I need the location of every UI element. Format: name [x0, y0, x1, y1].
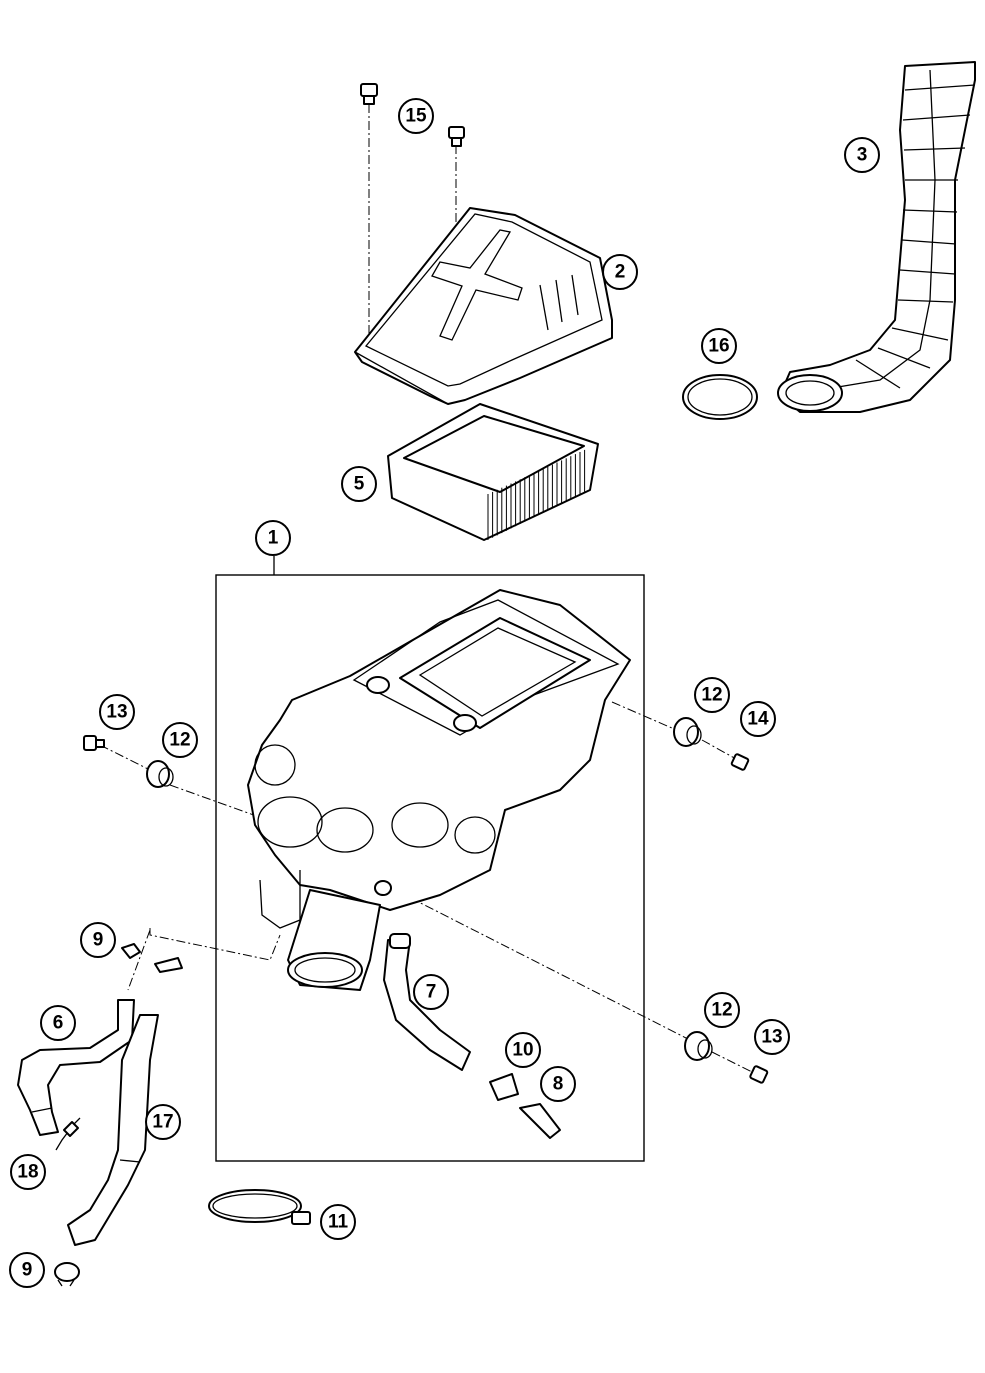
clip-10 — [489, 1073, 519, 1101]
callout-number: 5 — [354, 474, 365, 495]
breather-hose-7 — [383, 933, 471, 1071]
callout-circle — [704, 992, 740, 1028]
spring-clamp-18 — [55, 1117, 81, 1151]
callout-c10: 10 — [505, 1032, 541, 1068]
callout-circle — [540, 1066, 576, 1102]
callout-circle — [505, 1032, 541, 1068]
screw-13-right — [749, 1065, 769, 1084]
callout-layer: 15 3 2 16 5 1 12 14 13 12 9 7 6 10 12 13 8 17 18 11 9 — [9, 98, 880, 1288]
callout-circle — [80, 922, 116, 958]
callout-c2: 2 — [602, 254, 638, 290]
callout-c18: 18 — [10, 1154, 46, 1190]
callout-number: 2 — [615, 262, 626, 283]
callout-number: 12 — [701, 685, 722, 706]
callout-number: 1 — [268, 528, 279, 549]
hose-17 — [67, 1014, 159, 1246]
bolt-15a — [360, 83, 378, 105]
callout-circle — [10, 1154, 46, 1190]
grommet-12-left — [146, 760, 174, 788]
callout-number: 15 — [405, 106, 427, 127]
callout-c12a: 12 — [694, 677, 730, 713]
clip-9-top — [121, 943, 183, 973]
callout-c15: 15 — [398, 98, 434, 134]
callout-circle — [413, 974, 449, 1010]
screw-13-left — [83, 735, 105, 751]
callout-circle — [754, 1019, 790, 1055]
bolt-15b — [448, 126, 465, 147]
callout-c12c: 12 — [704, 992, 740, 1028]
callout-number: 8 — [553, 1074, 564, 1095]
callout-number: 16 — [708, 336, 729, 357]
hose-6 — [17, 999, 135, 1136]
callout-circle — [602, 254, 638, 290]
callout-c14: 14 — [740, 701, 776, 737]
callout-circle — [255, 520, 291, 556]
grommet-12-right-bottom — [684, 1031, 713, 1061]
callout-number: 14 — [747, 709, 769, 730]
callout-number: 13 — [761, 1027, 782, 1048]
callout-c12b: 12 — [162, 722, 198, 758]
assembly-lines — [99, 104, 753, 1073]
hose-clamp-11 — [208, 1189, 311, 1225]
callout-c9b: 9 — [9, 1252, 45, 1288]
callout-circle — [398, 98, 434, 134]
callout-circle — [740, 701, 776, 737]
callout-number: 9 — [93, 930, 104, 951]
callout-number: 6 — [53, 1013, 64, 1034]
callout-c3: 3 — [844, 137, 880, 173]
callout-number: 18 — [17, 1162, 38, 1183]
callout-c6: 6 — [40, 1005, 76, 1041]
callout-circle — [341, 466, 377, 502]
callout-circle — [162, 722, 198, 758]
air-box-cover-2 — [354, 207, 613, 405]
o-ring-16 — [682, 374, 758, 420]
callout-c7: 7 — [413, 974, 449, 1010]
callout-c1: 1 — [255, 520, 291, 556]
callout-c13a: 13 — [99, 694, 135, 730]
callout-number: 13 — [106, 702, 127, 723]
callout-circle — [320, 1204, 356, 1240]
callout-c5: 5 — [341, 466, 377, 502]
callout-number: 3 — [857, 145, 868, 166]
callout-circle — [701, 328, 737, 364]
callout-number: 9 — [22, 1260, 33, 1281]
callout-c8: 8 — [540, 1066, 576, 1102]
grommet-12-right-top — [673, 717, 702, 747]
intake-snorkel-3 — [777, 61, 976, 413]
callout-number: 11 — [328, 1212, 349, 1233]
assembly-frame — [215, 556, 645, 1162]
screw-14 — [730, 753, 750, 771]
air-box-1 — [247, 589, 631, 991]
callout-circle — [145, 1104, 181, 1140]
callout-circle — [9, 1252, 45, 1288]
callout-number: 17 — [152, 1112, 173, 1133]
callout-c16: 16 — [701, 328, 737, 364]
callout-number: 12 — [711, 1000, 732, 1021]
callout-circle — [99, 694, 135, 730]
callout-c17: 17 — [145, 1104, 181, 1140]
callout-c13b: 13 — [754, 1019, 790, 1055]
callout-c11: 11 — [320, 1204, 356, 1240]
callout-circle — [40, 1005, 76, 1041]
callout-circle — [694, 677, 730, 713]
air-filter-5 — [387, 403, 599, 541]
callout-c9a: 9 — [80, 922, 116, 958]
clip-9-bottom — [54, 1262, 80, 1287]
nipple-8 — [519, 1103, 561, 1139]
callout-circle — [844, 137, 880, 173]
callout-number: 7 — [426, 982, 437, 1003]
callout-number: 10 — [512, 1040, 533, 1061]
callout-number: 12 — [169, 730, 190, 751]
